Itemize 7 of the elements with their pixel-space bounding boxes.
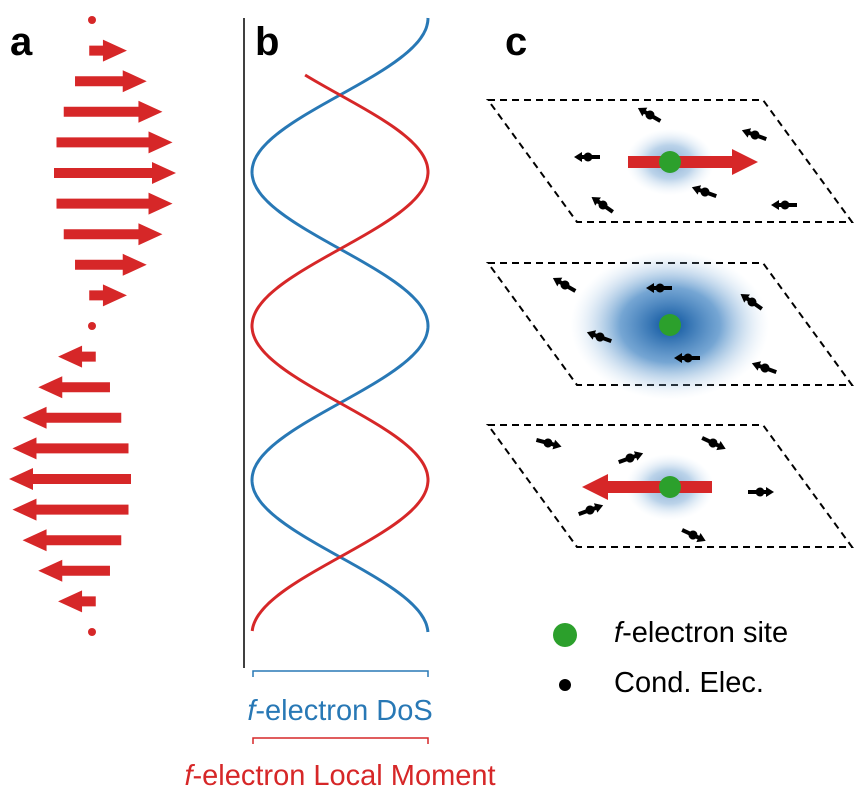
legend-label: Cond. Elec. xyxy=(614,669,764,698)
axis-label: f-electron Local Moment xyxy=(184,762,496,791)
axis-label: f-electron DoS xyxy=(247,697,433,726)
legend-label: f-electron site xyxy=(614,619,788,648)
panel-letter: c xyxy=(505,22,528,62)
panel-letter: b xyxy=(255,22,280,62)
panel-letter: a xyxy=(10,22,32,62)
